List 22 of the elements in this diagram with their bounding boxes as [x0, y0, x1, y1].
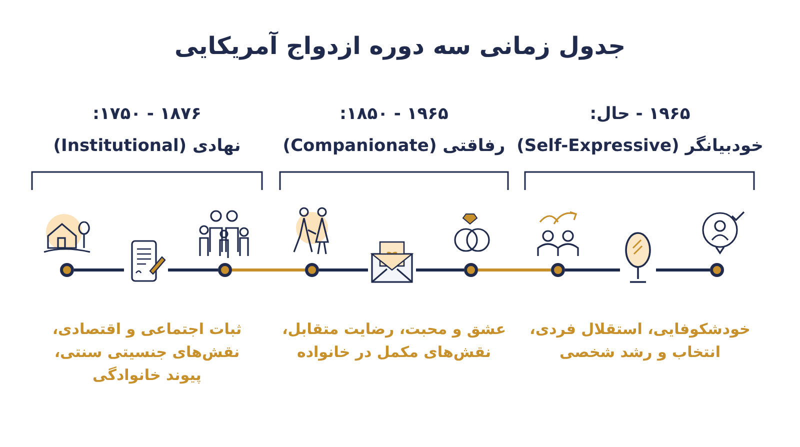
era-years: ۱۹۶۵ - حال:	[588, 104, 692, 124]
timeline-line	[565, 268, 620, 272]
description-text: خودشکوفایی، استقلال فردی، انتخاب و رشد شخصی	[528, 319, 752, 363]
timeline-dot	[218, 263, 232, 277]
timeline-line	[478, 268, 551, 272]
description-text: ثبات اجتماعی و اقتصادی، نقش‌های جنسیتی سنتی، پیوند خانوادگی	[51, 319, 243, 386]
timeline-line	[74, 268, 124, 272]
timeline-line	[168, 268, 218, 272]
timeline-line	[232, 268, 305, 272]
timeline-line	[416, 268, 464, 272]
timeline-dot	[551, 263, 565, 277]
era-years: ۱۹۶۵ - ۱۸۵۰:	[338, 104, 450, 124]
timeline-dot	[60, 263, 74, 277]
envelope-icon	[368, 240, 416, 284]
era-years: ۱۸۷۶ - ۱۷۵۰:	[92, 104, 202, 124]
timeline-dot	[464, 263, 478, 277]
timeline-line	[319, 268, 368, 272]
title: جدول زمانی سه دوره ازدواج آمریکایی	[173, 32, 627, 60]
description-text: عشق و محبت، رضایت متقابل، نقش‌های مکمل در خانواده	[281, 319, 507, 363]
timeline-dot	[305, 263, 319, 277]
timeline-line	[656, 268, 710, 272]
timeline-dot	[710, 263, 724, 277]
